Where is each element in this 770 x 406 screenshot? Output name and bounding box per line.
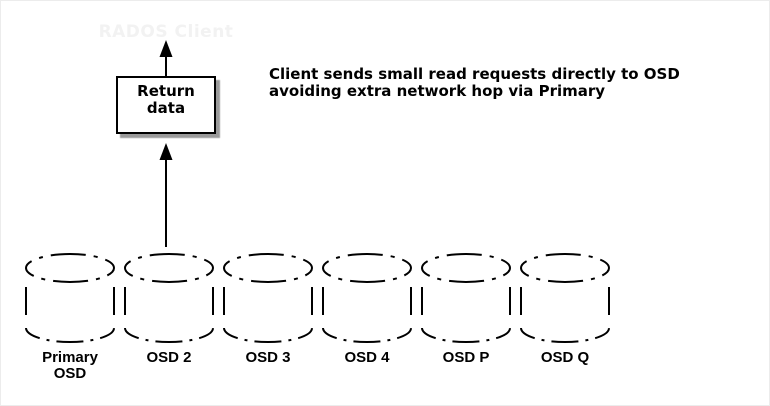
osd-2: OSD 2 <box>122 251 216 382</box>
return-data-box: Return data <box>116 76 216 134</box>
annotation-line1: Client sends small read requests directl… <box>269 65 680 83</box>
annotation-line2: avoiding extra network hop via Primary <box>269 82 606 100</box>
dashed-cylinder-icon <box>25 253 115 343</box>
osd-q: OSD Q <box>518 251 612 382</box>
osd-label: OSD 2 <box>146 350 191 366</box>
osd-4: OSD 4 <box>320 251 414 382</box>
dashed-cylinder-icon <box>124 253 214 343</box>
dashed-cylinder-icon <box>322 253 412 343</box>
osd-row: Primary OSD OSD 2 OSD 3 <box>23 251 612 382</box>
return-box-line2: data <box>146 99 186 117</box>
rados-client-label: RADOS Client <box>98 22 234 42</box>
osd-label-line1: OSD P <box>442 349 490 366</box>
arrow-up-icon <box>159 40 173 78</box>
osd-label: OSD 4 <box>344 350 389 366</box>
osd-label-line1: OSD 4 <box>344 349 390 366</box>
osd-p: OSD P <box>419 251 513 382</box>
osd-label-line1: OSD Q <box>540 349 590 366</box>
dashed-cylinder-icon <box>223 253 313 343</box>
annotation-text: Client sends small read requests directl… <box>269 66 680 100</box>
osd-label: OSD 3 <box>245 350 290 366</box>
arrow-up-icon <box>159 143 173 247</box>
osd-label-line2: OSD <box>53 365 87 382</box>
osd-label-line1: Primary <box>42 349 98 366</box>
osd-primary: Primary OSD <box>23 251 117 382</box>
dashed-cylinder-icon <box>520 253 610 343</box>
osd-3: OSD 3 <box>221 251 315 382</box>
osd-label-line1: OSD 2 <box>146 349 192 366</box>
dashed-cylinder-icon <box>421 253 511 343</box>
return-box-line1: Return <box>137 82 195 100</box>
osd-label: OSD P <box>443 350 490 366</box>
osd-label: OSD Q <box>541 350 589 366</box>
osd-label: Primary OSD <box>42 350 98 382</box>
osd-label-line1: OSD 3 <box>245 349 291 366</box>
